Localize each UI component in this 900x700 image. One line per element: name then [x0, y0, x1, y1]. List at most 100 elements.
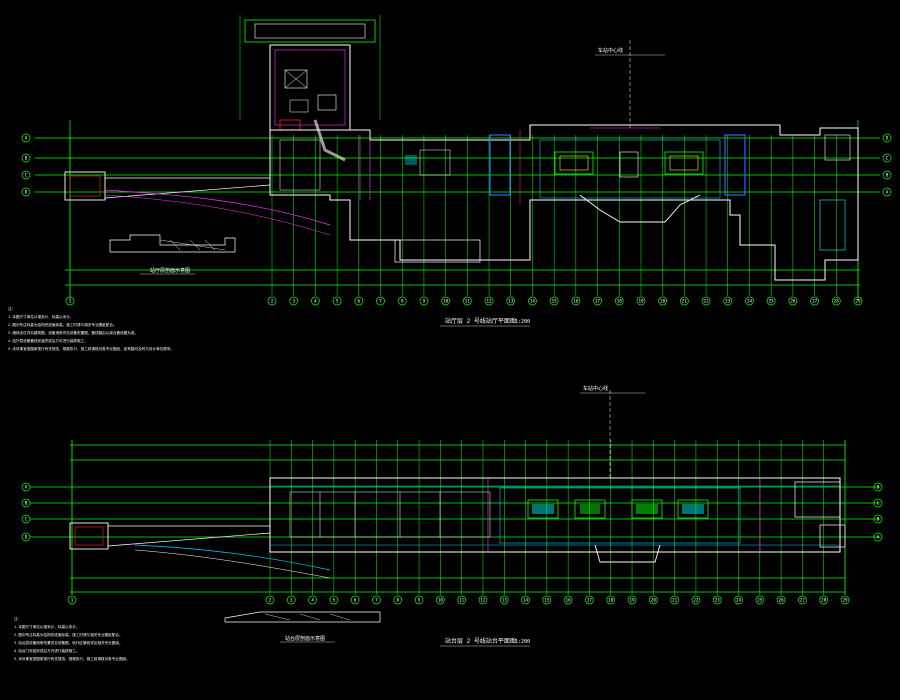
top-column-bubble: 14 — [528, 296, 537, 306]
top-column-bubble-label: 17 — [595, 299, 601, 304]
bottom-column-bubble-label: 3 — [290, 598, 293, 603]
top-note-2: 2.图中所注标高为结构完成面标高，施工时请与相关专业图纸配合。 — [8, 322, 117, 327]
bottom-column-bubble: 18 — [606, 595, 616, 605]
bottom-column-bubble: 13 — [499, 595, 509, 605]
bottom-column-bubble-label: 21 — [672, 598, 678, 603]
top-column-bubble-label: 19 — [638, 299, 644, 304]
bottom-station-body — [269, 477, 846, 563]
top-column-bubble-label: 12 — [487, 299, 493, 304]
top-column-bubble-label: 13 — [508, 299, 514, 304]
top-column-bubble: 17 — [593, 296, 602, 306]
top-centerline-label: 车站中心线 — [598, 47, 623, 54]
top-note-0: 注： — [8, 306, 15, 311]
bottom-column-bubble: 10 — [436, 595, 445, 605]
bottom-column-bubble-label: 14 — [523, 598, 529, 603]
top-column-bubble: 20 — [658, 296, 668, 306]
top-column-bubble: 28 — [831, 296, 841, 306]
top-row-bubble-right-label: D — [886, 136, 889, 141]
bottom-note-3: 3.站台层设备用房布置详见设备图，轨行区管线详见相关专业图纸。 — [14, 640, 123, 645]
top-row-bubble-left: A — [21, 133, 31, 143]
bottom-column-bubble: 1 — [67, 595, 77, 605]
top-column-bubble-label: 28 — [834, 299, 840, 304]
top-column-bubble-label: 9 — [423, 299, 426, 304]
bottom-column-bubble-label: 28 — [821, 598, 827, 603]
bottom-column-gridlines — [71, 440, 846, 595]
top-column-bubble-label: 14 — [530, 299, 536, 304]
top-column-bubble: 16 — [571, 296, 581, 306]
bottom-column-bubble: 24 — [734, 595, 743, 605]
bottom-section-detail-label: 站台层剖面示意图 — [285, 635, 325, 642]
bottom-column-bubble-label: 27 — [800, 598, 806, 603]
bottom-left-passage — [69, 522, 331, 579]
top-column-bubble: 25 — [766, 296, 776, 306]
top-column-bubble: 9 — [419, 296, 429, 306]
bottom-row-bubble-left: B — [21, 498, 31, 508]
bottom-row-bubble-right: C — [873, 498, 883, 508]
bottom-column-bubble: 8 — [393, 595, 403, 605]
bottom-column-bubble: 21 — [670, 595, 679, 605]
top-column-bubble: 7 — [376, 296, 385, 306]
top-row-bubble-left: B — [21, 153, 31, 163]
bottom-column-bubble-label: 10 — [438, 598, 444, 603]
bottom-column-bubble: 28 — [819, 595, 829, 605]
bottom-column-bubble: 27 — [798, 595, 807, 605]
bottom-plan-title: 站台层 2 号线站台平面图 — [445, 637, 516, 645]
bottom-row-bubble-left-label: C — [25, 517, 28, 522]
bottom-row-bubble-right: D — [873, 482, 883, 492]
bottom-column-bubble-label: 11 — [459, 598, 465, 603]
top-column-bubble: 23 — [723, 296, 733, 306]
top-column-bubble: 11 — [462, 296, 472, 306]
bottom-column-bubble-label: 8 — [397, 598, 400, 603]
bottom-note-4: 4.站台门安装完成后方可进行装修施工。 — [14, 648, 79, 653]
bottom-column-bubble: 15 — [542, 595, 552, 605]
top-column-bubble: 18 — [614, 296, 624, 306]
bottom-centerline-marker: 车站中心线 — [580, 385, 645, 478]
top-column-bubble: 27 — [810, 296, 819, 306]
bottom-column-bubble-label: 16 — [566, 598, 572, 603]
bottom-column-bubble-label: 15 — [544, 598, 550, 603]
top-column-bubble-label: 25 — [769, 299, 775, 304]
bottom-column-bubble-label: 26 — [779, 598, 785, 603]
top-note-5: 5.未尽事宜按国家现行有关规范、规程执行，施工前请核对各专业图纸，如有疑问及时与… — [8, 346, 174, 351]
bottom-column-bubble-label: 4 — [311, 598, 314, 603]
top-centerline-marker: 车站中心线 — [595, 40, 665, 130]
bottom-column-bubble: 3 — [286, 595, 296, 605]
bottom-column-bubble-label: 1 — [71, 598, 74, 603]
top-column-bubble: 29 — [853, 296, 863, 306]
bottom-column-bubble: 7 — [372, 595, 381, 605]
bottom-column-bubble: 11 — [457, 595, 467, 605]
top-row-bubble-right: C — [882, 153, 892, 163]
top-column-bubble-label: 22 — [704, 299, 710, 304]
bottom-note-1: 1.本图尺寸单位以毫米计，标高以米计。 — [14, 624, 79, 629]
bottom-column-bubble-label: 2 — [269, 598, 272, 603]
bottom-column-bubble: 26 — [776, 595, 786, 605]
bottom-column-bubble: 29 — [840, 595, 850, 605]
bottom-column-bubble: 17 — [585, 595, 594, 605]
top-row-bubble-right: B — [882, 170, 892, 180]
bottom-row-bubble-left: A — [21, 482, 31, 492]
top-column-bubble-label: 15 — [552, 299, 558, 304]
bottom-column-bubble: 23 — [712, 595, 722, 605]
bottom-row-bubble-right-label: B — [877, 517, 880, 522]
top-column-bubble-label: 26 — [790, 299, 796, 304]
top-column-bubble: 13 — [506, 296, 516, 306]
top-column-bubble-label: 29 — [855, 299, 861, 304]
bottom-column-bubble: 25 — [755, 595, 765, 605]
bottom-column-bubble-label: 7 — [375, 598, 378, 603]
bottom-note-2: 2.图中所注标高为结构完成面标高，施工时请与相关专业图纸配合。 — [14, 632, 123, 637]
top-station-body — [269, 124, 859, 281]
bottom-centerline-label: 车站中心线 — [583, 385, 608, 392]
top-left-passage — [64, 171, 331, 236]
bottom-column-bubble: 20 — [648, 595, 658, 605]
top-note-3: 3.墙体定位详见建筑图，设备用房详见设备布置图，管线路由以综合管线图为准。 — [8, 330, 138, 335]
top-column-bubble-label: 7 — [379, 299, 382, 304]
top-column-bubble-label: 1 — [69, 299, 72, 304]
bottom-section-detail: 站台层剖面示意图 — [224, 611, 381, 643]
bottom-column-bubble-label: 5 — [333, 598, 336, 603]
